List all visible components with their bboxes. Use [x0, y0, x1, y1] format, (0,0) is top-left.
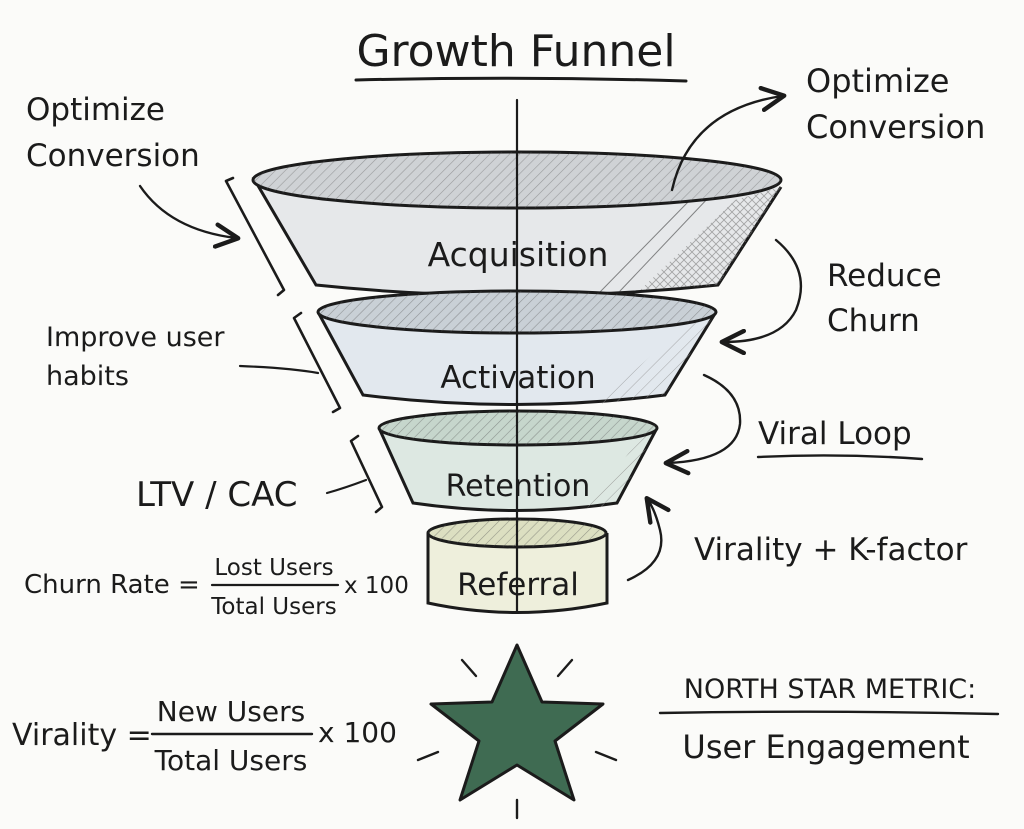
virality-formula-numerator: New Users [157, 695, 305, 728]
svg-text:Churn: Churn [827, 303, 920, 339]
virality-formula-multiplier: x 100 [318, 716, 397, 749]
stage-label-activation: Activation [440, 360, 595, 396]
arrow-viral-loop [663, 373, 742, 476]
svg-text:Conversion: Conversion [806, 108, 985, 146]
note-virality-kfactor: Virality + K-factor [694, 532, 968, 568]
stage-label-referral: Referral [457, 567, 579, 603]
diagram-title: Growth Funnel [356, 26, 675, 77]
churn-formula-numerator: Lost Users [214, 555, 333, 581]
svg-text:Conversion: Conversion [26, 138, 200, 174]
funnel-stage-activation [316, 289, 718, 406]
north-star-metric: NORTH STAR METRIC: User Engagement [658, 674, 1000, 766]
note-ltv-cac: LTV / CAC [136, 475, 298, 515]
note-right-optimize-conversion: Optimize Conversion [806, 62, 985, 146]
stage-label-acquisition: Acquisition [428, 235, 609, 274]
churn-formula-label: Churn Rate = [24, 570, 200, 600]
virality-formula: Virality = New Users Total Users x 100 [12, 695, 397, 777]
viral-loop-underline [756, 454, 924, 461]
churn-formula-denominator: Total Users [210, 594, 336, 620]
svg-text:Improve user: Improve user [46, 322, 225, 353]
bracket-retention [349, 434, 384, 514]
virality-formula-denominator: Total Users [154, 744, 308, 777]
bracket-activation [292, 311, 342, 414]
note-improve-user-habits: Improve user habits [46, 322, 225, 392]
svg-text:Optimize: Optimize [26, 92, 165, 128]
title-underline [354, 76, 688, 83]
note-left-optimize-conversion: Optimize Conversion [26, 92, 200, 174]
svg-text:habits: habits [46, 361, 129, 392]
connector-ltv-cac [325, 478, 368, 495]
churn-rate-formula: Churn Rate = Lost Users Total Users x 10… [24, 555, 409, 620]
svg-text:Optimize: Optimize [806, 62, 949, 100]
virality-formula-label: Virality = [12, 718, 152, 753]
svg-text:Reduce: Reduce [827, 258, 942, 294]
churn-formula-multiplier: x 100 [344, 573, 409, 599]
north-star-icon [416, 643, 618, 820]
arrow-optimize-left [138, 184, 241, 249]
arrow-optimize-right [670, 85, 787, 192]
north-star-value: User Engagement [682, 728, 969, 766]
bracket-acquisition [224, 176, 286, 297]
stage-label-retention: Retention [446, 469, 591, 504]
note-reduce-churn: Reduce Churn [827, 258, 942, 339]
arrow-virality-kfactor [626, 495, 671, 582]
north-star-heading: NORTH STAR METRIC: [684, 674, 977, 705]
note-viral-loop: Viral Loop [758, 416, 912, 452]
connector-improve-habits [238, 364, 320, 375]
arrow-reduce-churn [719, 238, 803, 356]
